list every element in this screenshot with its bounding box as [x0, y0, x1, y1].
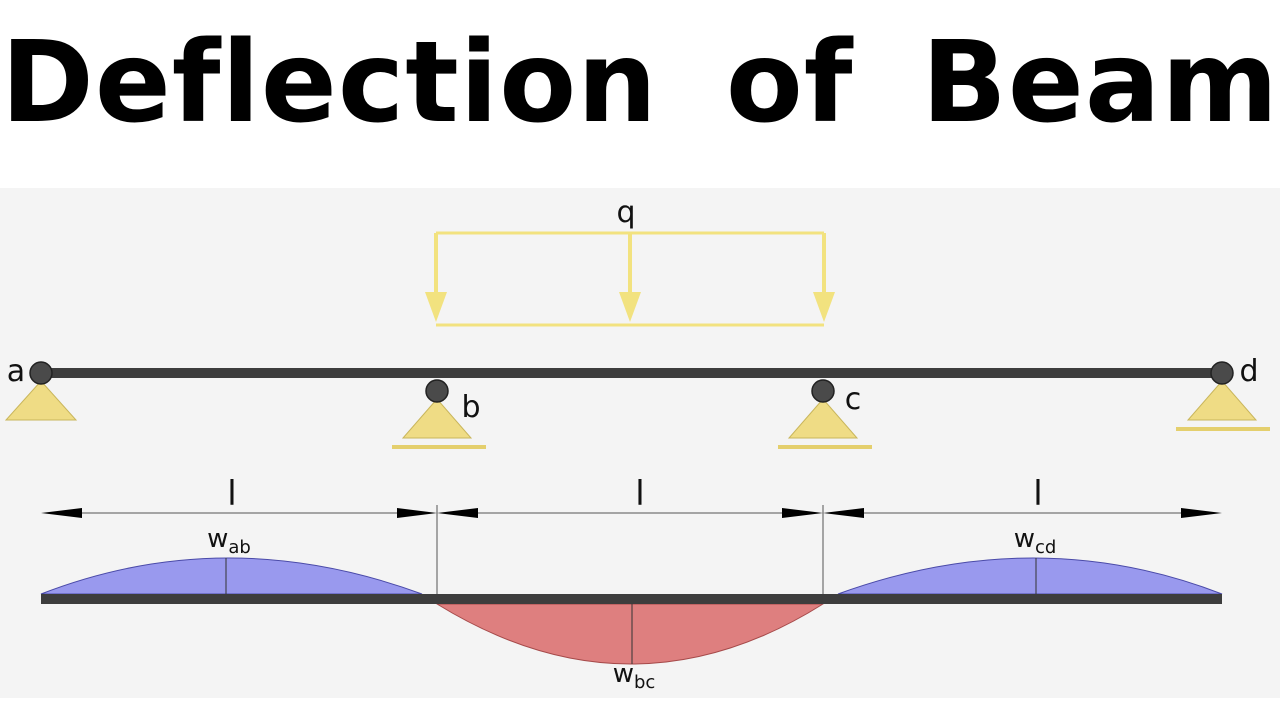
roller-support-icon — [787, 398, 859, 439]
dimension-arrow — [823, 508, 864, 518]
deflection-curve-bc — [435, 603, 825, 665]
support-label-c: c — [845, 382, 862, 417]
deflection-label-ab: wab — [207, 524, 251, 558]
support-label-b: b — [461, 390, 480, 425]
pin-support-icon — [4, 380, 78, 421]
dimension-lines: l l l — [41, 474, 1222, 600]
deflection-label-cd: wcd — [1014, 524, 1057, 558]
roller-support-icon — [401, 398, 473, 439]
support-label-d: d — [1239, 354, 1258, 389]
joint-c — [811, 379, 835, 403]
dimension-arrow — [1181, 508, 1222, 518]
support-d — [1176, 380, 1270, 431]
span-label-bc: l — [635, 474, 644, 514]
joint-b — [425, 379, 449, 403]
joint-a — [29, 361, 53, 385]
span-label-cd: l — [1033, 474, 1042, 514]
load-arrow — [425, 233, 447, 322]
dimension-arrow — [397, 508, 437, 518]
deflection-label-bc: wbc — [613, 659, 656, 693]
roller-support-icon — [1186, 380, 1258, 421]
diagram-panel: q a b c d l l l — [0, 188, 1280, 698]
joint-d — [1210, 361, 1234, 385]
load-arrow — [813, 233, 835, 322]
dimension-arrow — [437, 508, 478, 518]
deflection-curve-cd — [837, 557, 1223, 595]
distributed-load: q — [425, 195, 835, 327]
support-a — [4, 380, 78, 421]
load-arrow — [619, 233, 641, 322]
deflection-curve-ab — [40, 557, 423, 595]
deflected-beam — [41, 594, 1222, 604]
span-label-ab: l — [227, 474, 236, 514]
dimension-arrow — [782, 508, 823, 518]
support-label-a: a — [7, 354, 25, 389]
support-c — [778, 398, 872, 449]
dimension-arrow — [41, 508, 82, 518]
beam-diagram: q a b c d l l l — [4, 195, 1270, 693]
page-title: Deflection of Beam — [0, 18, 1280, 148]
load-label: q — [616, 195, 635, 230]
support-b — [392, 398, 486, 449]
